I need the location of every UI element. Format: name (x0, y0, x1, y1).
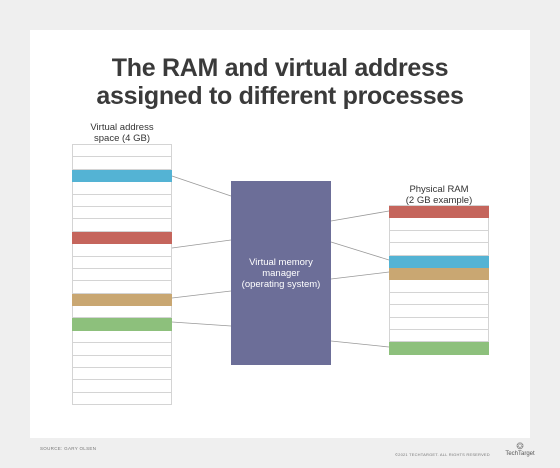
virtual-cell (72, 194, 172, 207)
physical-block-green (389, 342, 489, 355)
physical-cell (389, 280, 489, 293)
physical-cell (389, 230, 489, 244)
physical-ram-column (389, 205, 489, 355)
virtual-cell (72, 206, 172, 220)
title-line-2: assigned to different processes (96, 82, 464, 110)
virtual-cell (72, 219, 172, 232)
virtual-cell (72, 268, 172, 282)
virtual-block-green (72, 318, 172, 331)
physical-ram-label-line-2: (2 GB example) (405, 195, 473, 206)
virtual-block-red (72, 231, 172, 245)
virtual-block-tan (72, 293, 172, 307)
connector-green-in (171, 321, 232, 327)
virtual-cell (72, 145, 172, 158)
physical-cell (389, 292, 489, 306)
virtual-address-column (72, 144, 172, 406)
connector-red-out (330, 210, 390, 222)
virtual-cell (72, 330, 172, 344)
virtual-space-label-line-1: Virtual address (90, 122, 154, 133)
virtual-cell (72, 306, 172, 319)
physical-ram-label: Physical RAM (2 GB example) (389, 184, 489, 206)
connector-tan-out (330, 271, 390, 280)
connector-blue-out (330, 241, 390, 261)
logo-mark-icon: ❂ (516, 441, 524, 451)
os-box-line-1: Virtual memory (249, 256, 313, 268)
physical-block-red (389, 206, 489, 219)
os-box-line-3: (operating system) (241, 278, 321, 290)
virtual-block-blue (72, 169, 172, 183)
title-line-1: The RAM and virtual address (111, 54, 449, 82)
virtual-cell (72, 368, 172, 381)
connector-red-in (171, 239, 232, 249)
copyright-notice: ©2021 TECHTARGET. ALL RIGHTS RESERVED (395, 452, 490, 457)
os-box-line-2: manager (262, 267, 300, 279)
physical-block-tan (389, 267, 489, 281)
diagram-title: The RAM and virtual address assigned to … (0, 54, 560, 110)
virtual-space-label: Virtual address space (4 GB) (72, 122, 172, 144)
virtual-cell (72, 355, 172, 369)
virtual-cell (72, 157, 172, 170)
source-credit: SOURCE: GARY OLSEN (40, 446, 97, 451)
physical-cell (389, 243, 489, 256)
connector-green-out (330, 340, 390, 348)
virtual-cell (72, 281, 172, 294)
virtual-memory-manager-box: Virtual memory manager (operating system… (231, 181, 331, 365)
virtual-cell (72, 380, 172, 393)
virtual-cell (72, 343, 172, 356)
physical-ram-label-line-1: Physical RAM (409, 184, 469, 195)
virtual-cell (72, 182, 172, 195)
techtarget-logo: ❂ TechTarget (505, 441, 535, 458)
physical-cell (389, 305, 489, 318)
virtual-cell (72, 392, 172, 406)
virtual-space-label-line-2: space (4 GB) (94, 133, 150, 144)
virtual-cell (72, 256, 172, 269)
connector-blue-in (171, 175, 232, 197)
physical-block-blue (389, 255, 489, 268)
connector-tan-in (171, 290, 232, 299)
physical-cell (389, 329, 489, 343)
physical-cell (389, 218, 489, 231)
logo-text: TechTarget (505, 451, 535, 457)
physical-cell (389, 317, 489, 330)
virtual-cell (72, 244, 172, 257)
